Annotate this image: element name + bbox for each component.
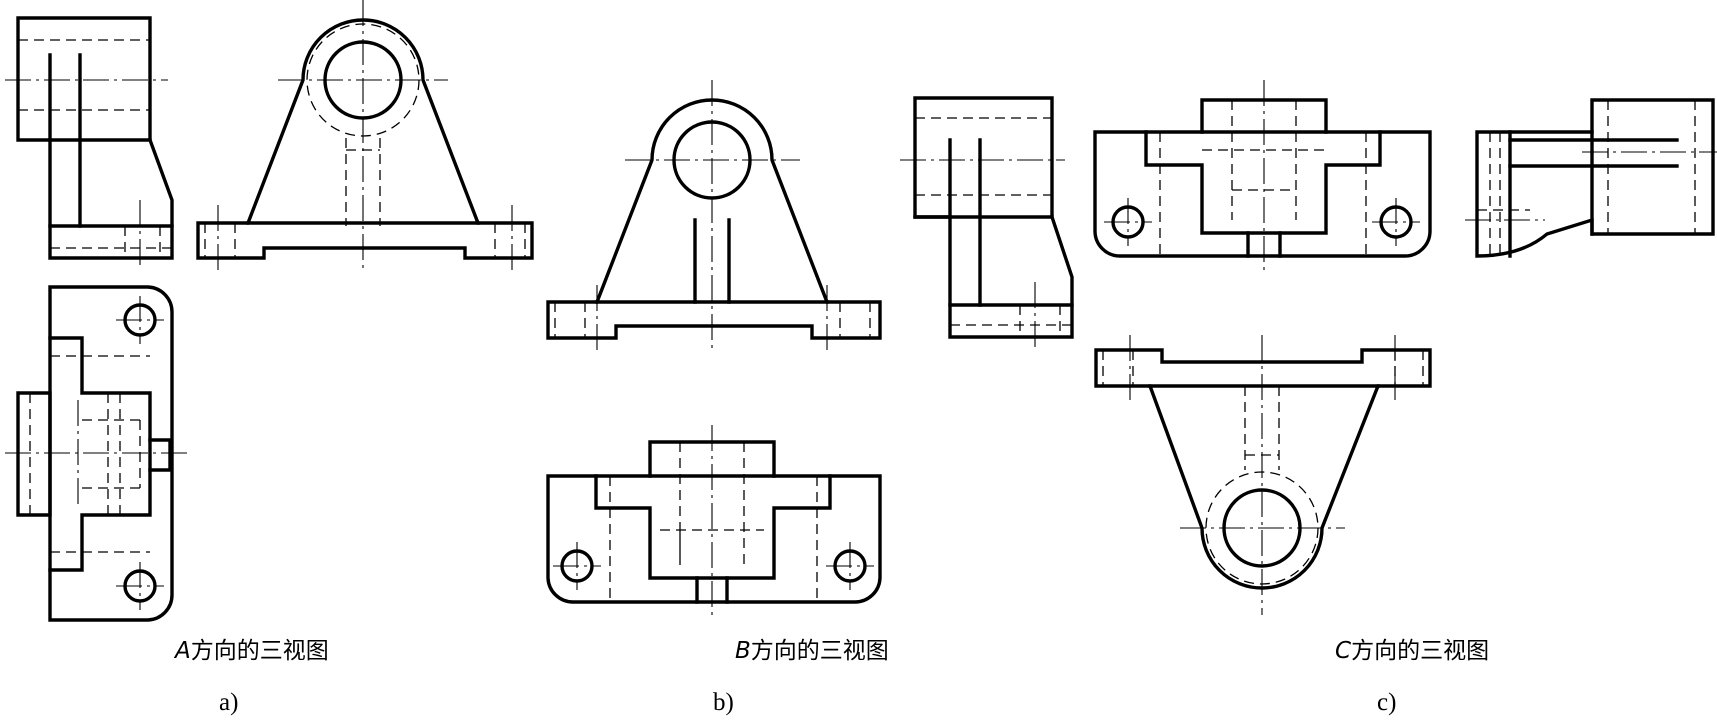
panel-c-caption: C方向的三视图 c): [1335, 638, 1489, 716]
panel-c: C方向的三视图 c): [900, 80, 1717, 716]
panel-c-bottom-view: [1094, 335, 1432, 615]
panel-c-sublabel: c): [1377, 689, 1396, 716]
panel-b-top-view: [546, 425, 882, 615]
panel-a: A方向的三视图 a): [5, 0, 534, 716]
panel-b-sublabel: b): [713, 689, 734, 716]
panel-a-view-letter: A: [173, 638, 191, 664]
panel-a-title: 方向的三视图: [191, 638, 329, 664]
panel-c-middle-view: [1093, 80, 1432, 270]
panel-a-sublabel: a): [219, 689, 238, 716]
panel-b: B方向的三视图 b): [546, 80, 889, 716]
panel-b-title: 方向的三视图: [751, 638, 889, 664]
panel-b-view-letter: B: [735, 638, 751, 664]
panel-c-title: 方向的三视图: [1351, 638, 1489, 664]
svg-text:A方向的三视图: A方向的三视图: [173, 638, 329, 664]
panel-c-view-letter: C: [1335, 638, 1351, 664]
svg-text:B方向的三视图: B方向的三视图: [735, 638, 889, 664]
svg-text:C方向的三视图: C方向的三视图: [1335, 638, 1489, 664]
panel-c-side-view: [900, 96, 1074, 350]
panel-a-side-view: [5, 16, 174, 268]
panel-a-caption: A方向的三视图 a): [173, 638, 329, 716]
panel-a-top-view: [5, 285, 188, 622]
panel-b-front-view: [546, 80, 882, 350]
panel-a-front-view: [196, 0, 534, 272]
panel-c-right-view: [1465, 98, 1717, 258]
panel-b-caption: B方向的三视图 b): [713, 638, 889, 716]
